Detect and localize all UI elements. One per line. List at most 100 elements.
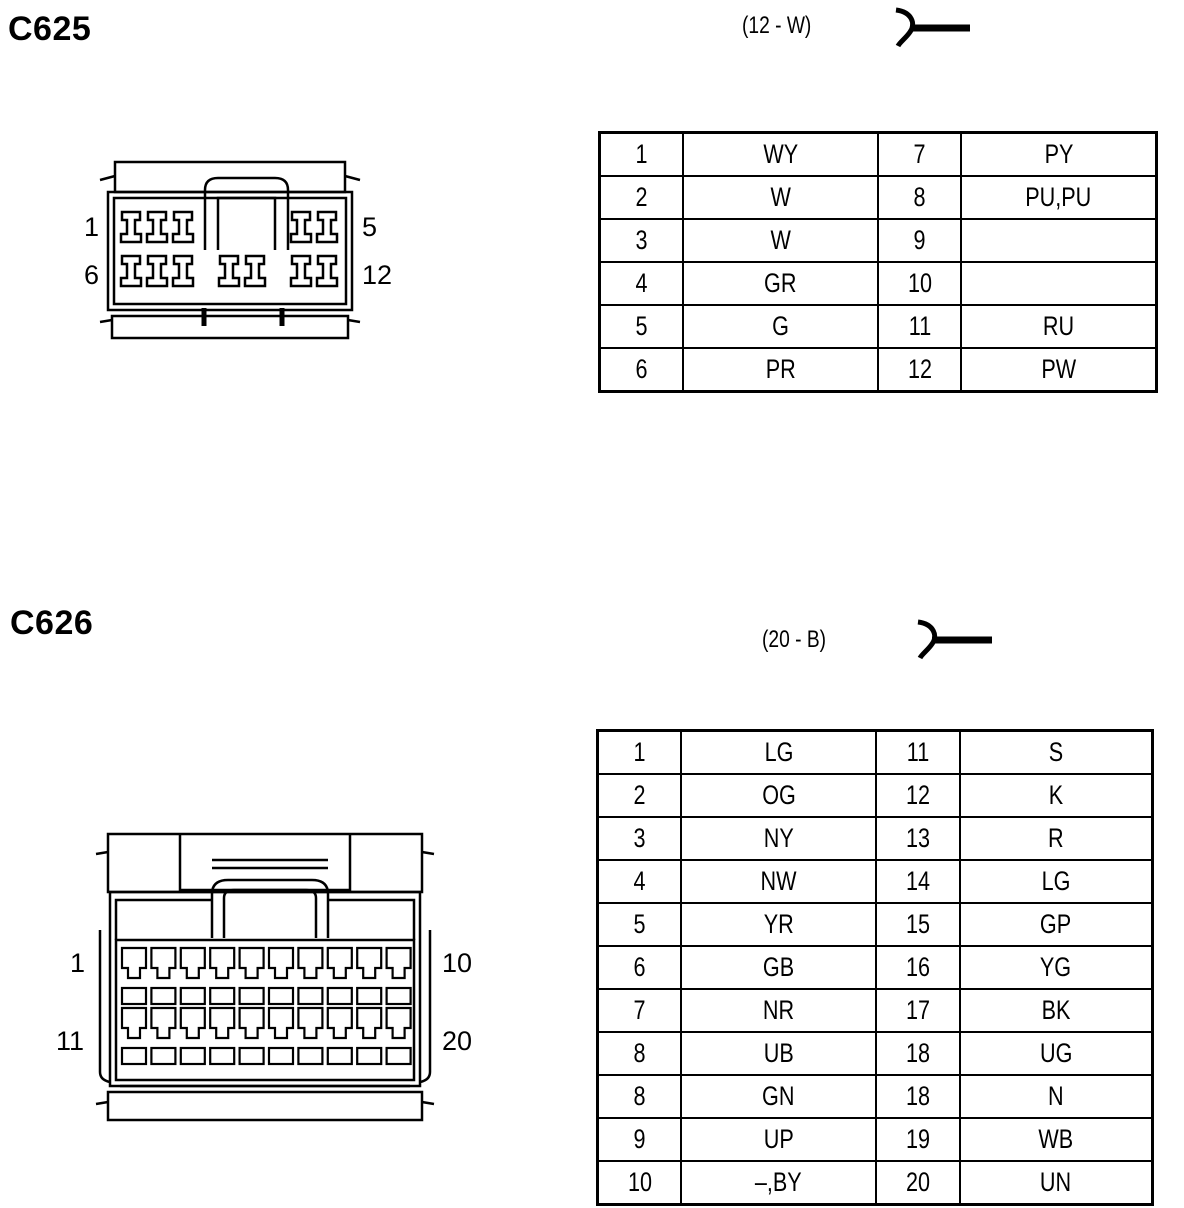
terminal-cavity (267, 1006, 295, 1040)
pin-number: 9 (913, 225, 926, 255)
pin-number: 7 (913, 139, 926, 169)
terminal-cavity (120, 1006, 148, 1040)
wire-color: NR (762, 995, 795, 1025)
terminal-latch (297, 1046, 324, 1066)
pin-number-cell: 20 (875, 1160, 961, 1206)
pin-number: 7 (633, 995, 646, 1025)
wire-color-cell: PW (960, 347, 1158, 393)
wire-color-cell: K (958, 773, 1154, 818)
connector-title-c625: C625 (8, 10, 92, 48)
pin-number-cell: 6 (596, 945, 683, 990)
wire-color: R (1048, 823, 1064, 853)
pin-number-cell: 12 (875, 773, 961, 818)
wire-color: WB (1038, 1124, 1074, 1154)
pin-number-cell: 3 (598, 218, 684, 263)
pin-number: 17 (905, 995, 930, 1025)
wire-color: GR (764, 268, 797, 298)
table-row: 2 W 8 PU,PU (598, 175, 1158, 220)
wire-color-cell: WB (958, 1117, 1154, 1162)
terminal-latch (179, 986, 206, 1006)
wire-color-cell: YG (958, 945, 1154, 990)
end-label-pin-5: 5 (362, 212, 377, 242)
terminal-cavity (297, 946, 324, 980)
wire-color: W (770, 182, 791, 212)
wire-color: RU (1043, 311, 1075, 341)
terminal-cavity (238, 946, 265, 980)
pin-number-cell: 16 (875, 945, 961, 990)
wire-color: PY (1044, 139, 1074, 169)
wire-color-cell: PY (960, 131, 1158, 177)
pin-number: 1 (635, 139, 648, 169)
wire-color: LG (764, 737, 793, 767)
wire-color: NY (763, 823, 794, 853)
pin-number: 19 (905, 1124, 930, 1154)
pin-number-cell: 5 (596, 902, 683, 947)
pin-number: 3 (635, 225, 648, 255)
pin-number-cell: 6 (598, 347, 684, 393)
pin-number: 15 (905, 909, 930, 939)
wire-color: OG (761, 780, 796, 810)
pin-number-cell: 10 (596, 1160, 683, 1206)
pin-number: 8 (913, 182, 926, 212)
pin-number-cell: 18 (875, 1031, 961, 1076)
wire-color-cell: OG (680, 773, 878, 818)
connector-face-c625: 1 5 6 12 (84, 160, 392, 340)
terminal-latch (326, 986, 353, 1006)
wire-color: GB (762, 952, 795, 982)
end-label-pin-11: 11 (56, 1026, 84, 1056)
pin-number: 8 (633, 1081, 646, 1111)
pin-number-cell: 15 (875, 902, 961, 947)
terminal-latch (356, 1046, 383, 1066)
terminal-latch (267, 986, 295, 1006)
wire-color-cell: PU,PU (960, 175, 1158, 220)
end-label-pin-10: 10 (442, 948, 472, 978)
pin-number-cell: 2 (598, 175, 684, 220)
wire-color-cell: RU (960, 304, 1158, 349)
wire-color: S (1048, 737, 1064, 767)
pin-number-cell: 1 (596, 729, 683, 775)
pin-number-cell: 17 (875, 988, 961, 1033)
pin-number: 10 (907, 268, 932, 298)
pin-number-cell: 7 (596, 988, 683, 1033)
pin-number: 6 (635, 354, 648, 384)
terminal-cavity (356, 946, 383, 980)
wire-color-cell: WY (681, 131, 879, 177)
wire-color: YR (763, 909, 794, 939)
wire-color: UP (763, 1124, 794, 1154)
wire-color: LG (1041, 866, 1071, 896)
pin-number: 13 (905, 823, 930, 853)
wire-color: W (770, 225, 791, 255)
wire-color-cell (960, 261, 1158, 306)
wire-color-cell: LG (680, 729, 878, 775)
wire-color: YG (1040, 952, 1072, 982)
wire-color-cell: W (681, 218, 879, 263)
wire-color: GN (762, 1081, 795, 1111)
female-terminal-icon (895, 7, 970, 48)
terminal-latch (238, 986, 265, 1006)
terminal-latch (385, 986, 412, 1006)
wire-color-cell: UG (958, 1031, 1154, 1076)
pin-number-cell: 1 (598, 131, 684, 177)
pin-number: 6 (633, 952, 646, 982)
pin-number-cell: 9 (876, 218, 963, 263)
terminal-cavity (238, 1006, 265, 1040)
terminal-latch (385, 1046, 412, 1066)
wire-color: N (1048, 1081, 1064, 1111)
terminal-latch (179, 1046, 206, 1066)
wire-color: PU,PU (1025, 182, 1092, 212)
pin-number: 4 (635, 268, 648, 298)
terminal-latch (356, 986, 383, 1006)
wire-color: UB (763, 1038, 794, 1068)
terminal-latch (326, 1046, 353, 1066)
end-label-pin-6: 6 (84, 260, 99, 290)
pin-number-cell: 9 (596, 1117, 683, 1162)
terminal-cavity (179, 1006, 206, 1040)
wire-color-cell: R (958, 816, 1154, 861)
wire-color-cell: GR (681, 261, 879, 306)
